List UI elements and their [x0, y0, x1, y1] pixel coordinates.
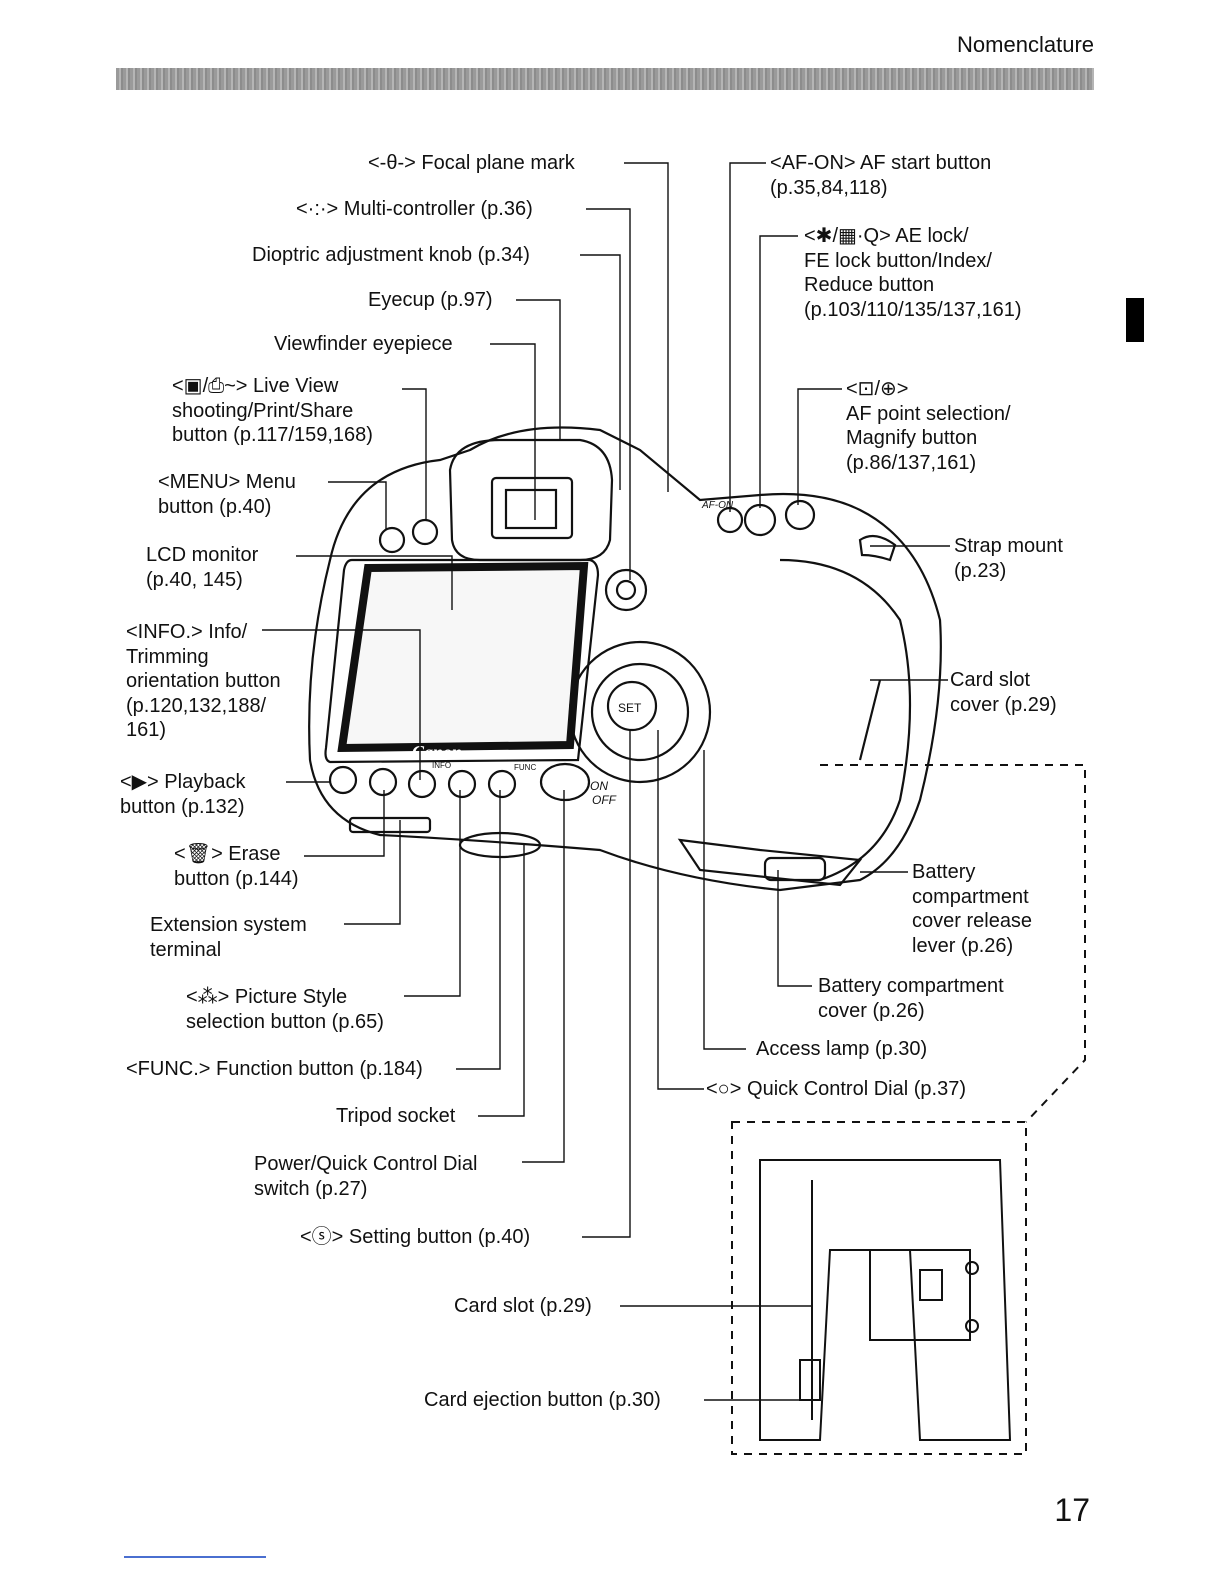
label-quick-dial: <○> Quick Control Dial (p.37): [706, 1078, 966, 1100]
card-slot-inset-art: [759, 1159, 1012, 1441]
label-card-slot-bottom: Card slot (p.29): [454, 1295, 592, 1317]
footer-link-line: [124, 1556, 266, 1558]
lcd-frame-outer: [324, 558, 600, 764]
playback-button-art: [328, 765, 358, 795]
label-battery-release: Battery compartment cover release lever …: [912, 861, 1033, 957]
label-playback: <▶> Playback button (p.132): [120, 771, 246, 818]
viewfinder-window: [490, 476, 574, 540]
eyecup-outline: [448, 438, 614, 562]
label-card-slot-cover: Card slot cover (p.29): [950, 669, 1057, 716]
label-af-on: <AF-ON> AF start button (p.35,84,118): [770, 152, 992, 199]
ae-lock-icon: <✱/▦·Q>: [804, 225, 891, 247]
af-on-mark: AF-ON: [701, 500, 734, 511]
page-header-title: Nomenclature: [957, 32, 1094, 57]
power-switch-art: [539, 762, 591, 802]
label-viewfinder: Viewfinder eyepiece: [274, 333, 453, 355]
func-mark: FUNC: [514, 763, 536, 772]
page-number: 17: [1054, 1492, 1090, 1528]
func-button-art: [487, 769, 517, 799]
picture-style-icon: <⁂>: [186, 986, 230, 1008]
chapter-tab: [1126, 298, 1144, 342]
label-info: <INFO.> Info/ Trimming orientation butto…: [126, 621, 281, 741]
label-card-eject: Card ejection button (p.30): [424, 1389, 661, 1411]
menu-button-art: [378, 526, 406, 554]
battery-cover-art: [677, 838, 863, 887]
label-battery-cover: Battery compartment cover (p.26): [818, 975, 1004, 1022]
quick-control-dial: [568, 640, 712, 784]
erase-icon: <🗑>: [174, 843, 223, 865]
label-func: <FUNC.> Function button (p.184): [126, 1058, 423, 1080]
card-slot-inset-frame: [731, 1121, 1027, 1455]
label-menu: <MENU> Menu button (p.40): [158, 471, 296, 518]
picture-style-button-art: [447, 769, 477, 799]
af-on-icon: <AF-ON>: [770, 152, 856, 174]
label-eyecup: Eyecup (p.97): [368, 289, 493, 311]
menu-icon: <MENU>: [158, 471, 241, 493]
lcd-screen: [337, 561, 589, 753]
af-point-icon: <⊡/⊕>: [846, 378, 909, 400]
off-mark: OFF: [592, 793, 617, 807]
extension-terminal-art: [348, 816, 432, 834]
quick-dial-icon: <○>: [706, 1078, 742, 1100]
live-view-button-art: [411, 518, 439, 546]
focal-plane-icon: <-θ->: [368, 152, 416, 174]
info-icon: <INFO.>: [126, 621, 203, 643]
label-dioptric: Dioptric adjustment knob (p.34): [252, 244, 530, 266]
grip-outline: [779, 558, 912, 882]
label-lcd: LCD monitor (p.40, 145): [146, 544, 259, 591]
header-rule: [116, 68, 1094, 90]
erase-button-art: [368, 767, 398, 797]
live-view-icon: <▣/⎙~>: [172, 375, 248, 397]
set-icon: <ⓢ>: [300, 1226, 344, 1248]
af-point-button-art: [784, 499, 816, 531]
label-access-lamp: Access lamp (p.30): [756, 1038, 928, 1060]
set-mark: SET: [618, 701, 642, 715]
playback-icon: <▶>: [120, 771, 159, 793]
label-extension: Extension system terminal: [150, 914, 307, 961]
strap-mount-art: [858, 534, 897, 562]
info-mark: INFO: [432, 761, 451, 770]
on-mark: ON: [590, 779, 608, 793]
label-live-view: <▣/⎙~> Live View shooting/Print/Share bu…: [172, 375, 373, 446]
label-tripod: Tripod socket: [336, 1105, 456, 1127]
multi-controller: [604, 568, 648, 612]
label-erase: <🗑> Erase button (p.144): [174, 843, 299, 890]
info-button-art: [407, 769, 437, 799]
battery-release-lever-art: [763, 856, 827, 882]
label-focal-plane: <-θ-> Focal plane mark: [368, 152, 575, 174]
viewfinder-inner: [504, 488, 558, 530]
label-power: Power/Quick Control Dial switch (p.27): [254, 1153, 478, 1200]
label-picture-style: <⁂> Picture Style selection button (p.65…: [186, 986, 384, 1033]
ae-lock-button-art: [743, 503, 777, 537]
label-strap: Strap mount (p.23): [954, 535, 1063, 582]
multi-controller-icon: <·:·>: [296, 198, 339, 220]
label-ae-lock: <✱/▦·Q> AE lock/ FE lock button/Index/ R…: [804, 225, 1022, 321]
set-button: [606, 680, 658, 732]
label-af-point: <⊡/⊕> AF point selection/ Magnify button…: [846, 378, 1011, 474]
func-icon: <FUNC.>: [126, 1058, 211, 1080]
brand-mark: Canon: [412, 742, 462, 762]
label-multi-controller: <·:·> Multi-controller (p.36): [296, 198, 533, 220]
label-setting: <ⓢ> Setting button (p.40): [300, 1226, 531, 1248]
